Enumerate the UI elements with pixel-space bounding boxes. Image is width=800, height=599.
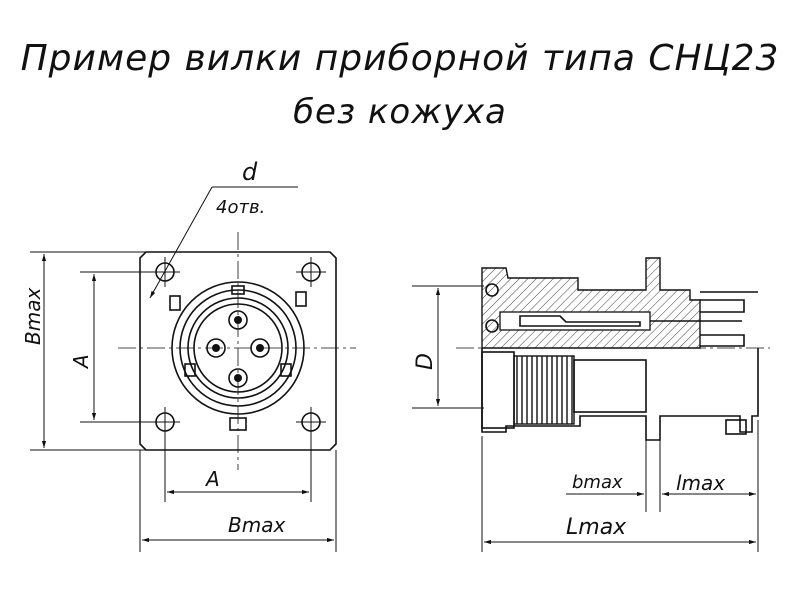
diameter-label: D xyxy=(413,353,438,370)
front-view: d 4отв. Bmax A A Bmax xyxy=(21,158,356,552)
hole-spacing-vertical-label: A xyxy=(69,354,93,370)
body-lower xyxy=(573,359,647,413)
flange-thickness-label: bmax xyxy=(572,472,623,493)
hole-leader-line xyxy=(149,186,213,299)
rear-lug xyxy=(725,419,747,435)
knurled-coupling-nut xyxy=(513,355,575,425)
bayonet-stud-right xyxy=(295,291,307,307)
housing-lower-outline xyxy=(481,348,759,441)
contact-body xyxy=(499,311,651,331)
width-max-label: Bmax xyxy=(228,513,285,537)
seal-ring-top xyxy=(485,283,499,297)
contact-pins xyxy=(206,310,270,388)
key-slot-left xyxy=(184,363,196,377)
coupling-inner-ring xyxy=(179,289,297,407)
hole-diameter-label: d xyxy=(242,158,258,186)
hole-spacing-horizontal-label: A xyxy=(204,467,220,491)
rear-insert-outline xyxy=(700,299,745,313)
insulator-face xyxy=(193,303,283,393)
mounting-holes xyxy=(150,257,326,437)
front-flange xyxy=(139,251,337,451)
seal-ring-mid xyxy=(485,319,499,333)
coupling-outer-ring xyxy=(171,281,305,415)
housing-section-upper xyxy=(481,257,701,349)
drawing-subtitle: без кожуха xyxy=(293,92,507,132)
bayonet-stud-left xyxy=(169,295,181,311)
length-max-label: Lmax xyxy=(566,515,627,540)
hole-count-label: 4отв. xyxy=(216,197,265,218)
bayonet-stud-bottom xyxy=(229,417,247,431)
tail-length-label: lmax xyxy=(676,471,725,495)
side-view: D bmax lmax Lmax xyxy=(412,257,770,552)
key-slot-right xyxy=(280,363,292,377)
key-slot-top xyxy=(231,285,245,295)
rear-insert-lower xyxy=(700,334,745,347)
contact-pin-section xyxy=(519,315,641,327)
drawing-title: Пример вилки приборной типа СНЦ23 xyxy=(20,38,780,79)
front-shell-lower xyxy=(481,351,515,429)
height-max-label: Bmax xyxy=(21,288,45,345)
insulator-outer-ring xyxy=(187,297,289,399)
